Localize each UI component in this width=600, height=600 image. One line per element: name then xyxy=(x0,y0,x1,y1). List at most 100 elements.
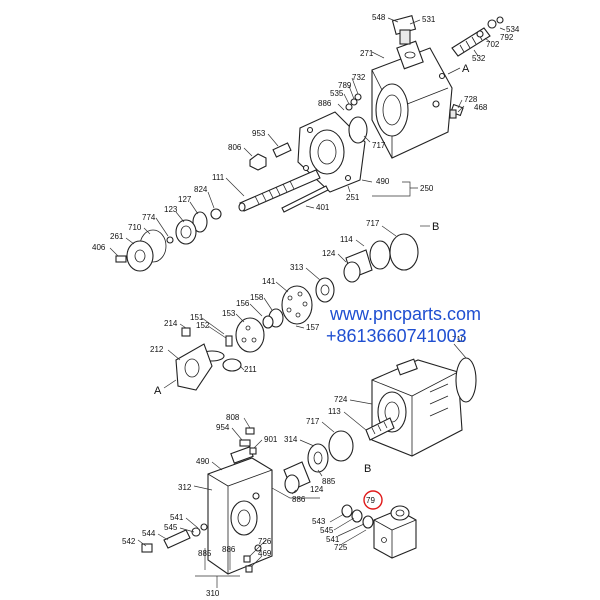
housing-second-pump xyxy=(371,358,463,457)
label-808: 808 xyxy=(226,413,240,422)
label-545-right: 545 xyxy=(320,526,334,535)
label-543: 543 xyxy=(312,517,326,526)
drive-shaft-111 xyxy=(238,169,321,212)
label-541-left: 541 xyxy=(170,513,184,522)
label-717-lower: 717 xyxy=(306,417,320,426)
label-545-left: 545 xyxy=(164,523,178,532)
label-901: 901 xyxy=(264,435,278,444)
label-79: 79 xyxy=(366,496,375,505)
label-212: 212 xyxy=(150,345,164,354)
label-702: 702 xyxy=(486,40,500,49)
label-211: 211 xyxy=(244,365,257,374)
regulator-79 xyxy=(373,505,417,559)
label-886-top: 886 xyxy=(318,99,332,108)
label-789: 789 xyxy=(338,81,352,90)
ref-b-top: B xyxy=(432,221,439,233)
label-542: 542 xyxy=(122,537,136,546)
label-261: 261 xyxy=(110,232,124,241)
watermark-url: www.pncparts.com xyxy=(329,304,481,324)
label-123: 123 xyxy=(164,205,178,214)
watermark-phone: +8613660741003 xyxy=(326,326,467,346)
plugs-544-545-541-542 xyxy=(141,523,208,553)
label-534: 534 xyxy=(506,25,520,34)
ref-b-bottom: B xyxy=(364,463,371,475)
seals-732-789-535 xyxy=(345,93,362,111)
o-ring-717-lower xyxy=(328,430,354,462)
label-532: 532 xyxy=(472,54,486,63)
shaft-113 xyxy=(365,417,395,441)
label-724: 724 xyxy=(334,395,348,404)
shaft-401 xyxy=(281,185,329,213)
label-732: 732 xyxy=(352,73,366,82)
label-152: 152 xyxy=(196,321,210,330)
label-886-lower: 886 xyxy=(222,545,236,554)
label-469: 469 xyxy=(258,549,272,558)
o-ring-717-top xyxy=(348,116,368,144)
label-113: 113 xyxy=(328,407,341,416)
spool-532 xyxy=(451,16,504,57)
label-490-bottom: 490 xyxy=(196,457,210,466)
valve-548-531 xyxy=(391,14,417,45)
bearing-314-124 xyxy=(283,443,329,494)
label-531: 531 xyxy=(422,15,436,24)
label-314: 314 xyxy=(284,435,298,444)
label-153: 153 xyxy=(222,309,236,318)
label-548: 548 xyxy=(372,13,386,22)
label-885-top: 885 xyxy=(322,477,336,486)
label-717-top: 717 xyxy=(372,141,386,150)
label-406: 406 xyxy=(92,243,106,252)
label-158: 158 xyxy=(250,293,264,302)
bearing-124-114 xyxy=(343,240,391,283)
label-717-mid: 717 xyxy=(366,219,380,228)
label-468: 468 xyxy=(474,103,488,112)
label-312: 312 xyxy=(178,483,192,492)
label-774: 774 xyxy=(142,213,156,222)
part-labels: 548 531 534 792 702 532 271 A 732 789 53… xyxy=(92,13,520,598)
label-127: 127 xyxy=(178,195,192,204)
cylinder-141-313 xyxy=(281,277,335,325)
retainer-156-158-153 xyxy=(235,308,284,353)
label-214: 214 xyxy=(164,319,178,328)
label-124-mid: 124 xyxy=(322,249,336,258)
highlight-circle-79 xyxy=(363,490,383,510)
label-806: 806 xyxy=(228,143,242,152)
label-710-top: 710 xyxy=(128,223,142,232)
swash-plate-211-212 xyxy=(175,327,242,391)
ref-a-bottom: A xyxy=(154,385,162,397)
plug-728 xyxy=(449,103,464,119)
label-250: 250 xyxy=(420,184,434,193)
label-157: 157 xyxy=(306,323,320,332)
label-535: 535 xyxy=(330,89,344,98)
label-726: 726 xyxy=(258,537,272,546)
label-885-bottom: 885 xyxy=(198,549,212,558)
label-251: 251 xyxy=(346,193,360,202)
housing-271 xyxy=(371,40,453,159)
label-725: 725 xyxy=(334,543,348,552)
label-114: 114 xyxy=(340,235,353,244)
bearing-stack xyxy=(115,208,222,272)
seals-543-545-541 xyxy=(341,504,374,529)
label-728: 728 xyxy=(464,95,478,104)
label-954: 954 xyxy=(216,423,230,432)
label-490-top: 490 xyxy=(376,177,390,186)
label-271: 271 xyxy=(360,49,374,58)
label-541-right: 541 xyxy=(326,535,340,544)
small-parts-726-469 xyxy=(243,555,253,573)
label-156: 156 xyxy=(236,299,250,308)
label-953: 953 xyxy=(252,129,266,138)
label-824: 824 xyxy=(194,185,208,194)
label-401: 401 xyxy=(316,203,330,212)
label-886-bottom: 886 xyxy=(292,495,306,504)
o-ring-717-mid xyxy=(389,233,419,271)
label-111: 111 xyxy=(212,173,225,182)
screw-953-nut-806 xyxy=(249,142,292,171)
label-310: 310 xyxy=(206,589,220,598)
label-151: 151 xyxy=(190,313,204,322)
ref-a-top: A xyxy=(462,63,470,75)
label-124-bottom: 124 xyxy=(310,485,324,494)
label-313: 313 xyxy=(290,263,304,272)
label-141: 141 xyxy=(262,277,276,286)
label-544: 544 xyxy=(142,529,156,538)
leader-lines xyxy=(109,17,506,588)
